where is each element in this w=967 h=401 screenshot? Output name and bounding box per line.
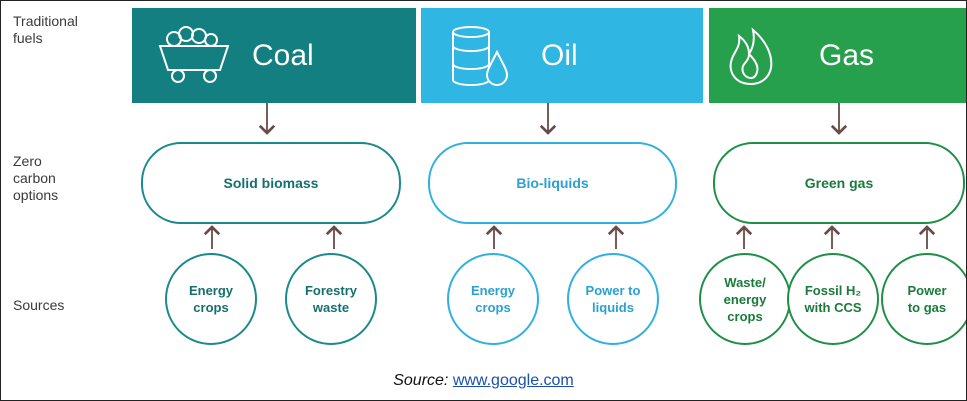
source-energy-crops-coal: Energy crops bbox=[165, 253, 257, 345]
row-label-sources: Sources bbox=[13, 297, 65, 313]
row-label-zero-carbon-options: Zero carbon options bbox=[13, 153, 59, 203]
oil-barrel-icon bbox=[452, 26, 509, 86]
row-label-traditional-fuels: Traditional fuels bbox=[13, 13, 78, 46]
fuel-band-oil: Oil bbox=[421, 8, 703, 103]
option-green-gas: Green gas bbox=[713, 142, 965, 224]
source-waste-energy-crops: Waste/ energy crops bbox=[699, 253, 791, 345]
source-fossil-h2-with-ccs: Fossil H₂ with CCS bbox=[787, 253, 879, 345]
coal-cart-icon bbox=[158, 26, 230, 83]
source-energy-crops-oil: Energy crops bbox=[447, 253, 539, 345]
option-bio-liquids: Bio-liquids bbox=[428, 142, 677, 224]
source-caption: Source: www.google.com bbox=[1, 372, 966, 390]
fuel-name-coal: Coal bbox=[252, 39, 314, 72]
fuel-name-oil: Oil bbox=[541, 39, 578, 72]
fuel-name-gas: Gas bbox=[819, 39, 875, 72]
source-power-to-liquids: Power to liquids bbox=[567, 253, 659, 345]
source-forestry-waste: Forestry waste bbox=[285, 253, 377, 345]
fuel-band-coal: Coal bbox=[132, 8, 416, 103]
fuel-band-gas: Gas bbox=[709, 8, 966, 103]
source-power-to-gas: Power to gas bbox=[881, 253, 966, 345]
source-link[interactable]: www.google.com bbox=[452, 372, 574, 389]
flame-icon bbox=[729, 27, 773, 86]
option-solid-biomass: Solid biomass bbox=[141, 142, 401, 224]
caption-prefix: Source: bbox=[393, 372, 449, 389]
